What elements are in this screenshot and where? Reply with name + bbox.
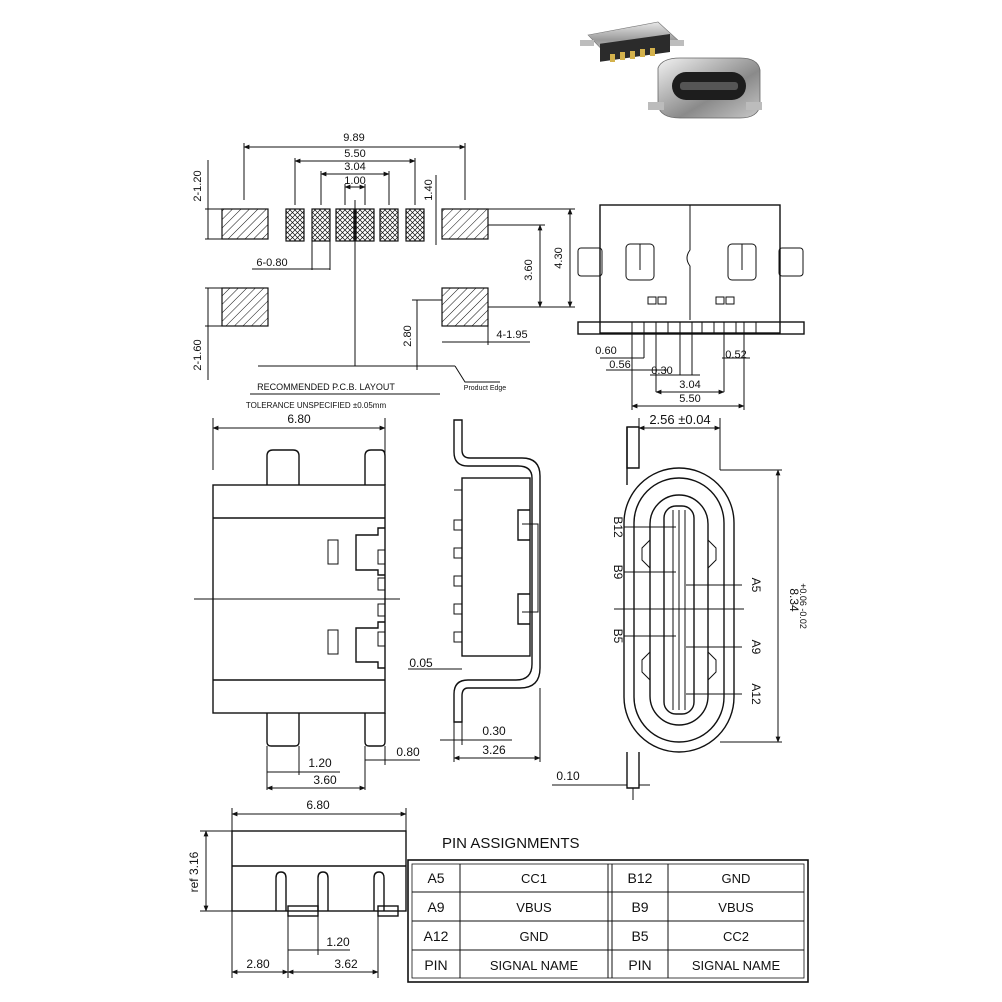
signal-header-cell: SIGNAL NAME xyxy=(692,958,781,973)
dim-4-1-95: 4-1.95 xyxy=(496,329,527,341)
bottom-dim-1-20: 1.20 xyxy=(326,935,350,949)
bottom-dim-3-62: 3.62 xyxy=(334,957,358,971)
end-dim-tolerance: +0.06 -0.02 xyxy=(798,583,808,629)
front-dim-5-50: 5.50 xyxy=(679,393,700,405)
dim-4-30: 4.30 xyxy=(553,247,565,268)
pin-cell: A9 xyxy=(427,899,444,915)
signal-cell: VBUS xyxy=(516,900,552,915)
pcb-pad-signal xyxy=(405,208,425,242)
signal-cell: CC2 xyxy=(723,929,749,944)
pcb-pad-shell-top-right xyxy=(441,208,489,240)
signal-cell: GND xyxy=(520,929,549,944)
front-dim-0-56: 0.56 xyxy=(609,359,630,371)
pin-assignments-table: PIN ASSIGNMENTS A5 CC1 B12 GND A9 VBUS B… xyxy=(407,835,809,983)
tolerance-note: TOLERANCE UNSPECIFIED ±0.05mm xyxy=(246,401,387,410)
pin-header-cell: PIN xyxy=(424,957,447,973)
product-photo xyxy=(570,10,770,125)
pcb-pad-signal xyxy=(355,208,375,242)
top-dim-1-20: 1.20 xyxy=(308,756,332,770)
signal-header-cell: SIGNAL NAME xyxy=(490,958,579,973)
pcb-pad-signal xyxy=(335,208,355,242)
signal-cell: VBUS xyxy=(718,900,754,915)
pcb-pad-shell-bottom-right xyxy=(441,287,489,327)
pcb-pad-shell-top-left xyxy=(221,208,269,240)
pin-cell: A12 xyxy=(424,928,449,944)
pin-cell: A5 xyxy=(427,870,444,886)
bottom-dim-2-80: 2.80 xyxy=(246,957,270,971)
pcb-layout-title: RECOMMENDED P.C.B. LAYOUT xyxy=(257,382,395,392)
product-edge-label: Product Edge xyxy=(464,385,507,392)
dim-1-40: 1.40 xyxy=(423,179,435,200)
dim-2-1-20: 2-1.20 xyxy=(192,170,204,201)
front-view: 0.60 0.52 0.56 0.30 3.04 5.50 xyxy=(577,204,805,410)
bottom-dim-ref-3-16: ref 3.16 xyxy=(187,851,201,892)
side-dim-3-26: 3.26 xyxy=(482,743,506,757)
dim-1-00: 1.00 xyxy=(344,175,365,187)
pin-cell: B5 xyxy=(631,928,648,944)
end-dim-0-10: 0.10 xyxy=(556,769,580,783)
side-dim-0-05: 0.05 xyxy=(409,656,433,670)
pcb-pad-signal xyxy=(311,208,331,242)
pcb-layout: 9.89 5.50 3.04 1.00 1.40 2-1.20 6-0.80 4… xyxy=(192,132,575,410)
end-dim-width: 2.56 ±0.04 xyxy=(649,412,710,427)
side-dim-0-30: 0.30 xyxy=(482,724,506,738)
front-dim-0-60: 0.60 xyxy=(595,345,616,357)
end-dim-height: 8.34 xyxy=(787,588,801,612)
pcb-pad-signal xyxy=(379,208,399,242)
end-pin-a12: A12 xyxy=(749,683,763,705)
top-dim-6-80: 6.80 xyxy=(287,412,311,426)
front-dim-0-52: 0.52 xyxy=(725,349,746,361)
dim-3-60: 3.60 xyxy=(523,259,535,280)
bottom-dim-6-80: 6.80 xyxy=(306,798,330,812)
pcb-pad-shell-bottom-left xyxy=(221,287,269,327)
end-pin-a9: A9 xyxy=(749,640,763,655)
end-pin-b12: B12 xyxy=(611,516,625,538)
end-pin-a5: A5 xyxy=(749,578,763,593)
pin-cell: B12 xyxy=(628,870,653,886)
signal-cell: GND xyxy=(722,871,751,886)
dim-3-04: 3.04 xyxy=(344,161,365,173)
side-view: 0.05 0.30 3.26 xyxy=(408,419,541,762)
front-dim-3-04: 3.04 xyxy=(679,379,700,391)
pin-cell: B9 xyxy=(631,899,648,915)
connector-photo-front xyxy=(648,57,762,119)
dim-2-1-60: 2-1.60 xyxy=(192,339,204,370)
end-pin-b5: B5 xyxy=(611,629,625,644)
pcb-pad-signal xyxy=(285,208,305,242)
front-pins xyxy=(631,321,757,335)
side-pins xyxy=(453,519,463,643)
dim-9-89: 9.89 xyxy=(343,132,364,144)
pin-header-cell: PIN xyxy=(628,957,651,973)
dim-6-0-80: 6-0.80 xyxy=(256,257,287,269)
dim-5-50: 5.50 xyxy=(344,148,365,160)
front-dim-0-30: 0.30 xyxy=(651,365,672,377)
end-pin-b9: B9 xyxy=(611,565,625,580)
top-view: 6.80 1.20 3.60 0.80 xyxy=(194,412,420,791)
top-dim-3-60: 3.60 xyxy=(313,773,337,787)
top-dim-0-80: 0.80 xyxy=(396,745,420,759)
pin-table-title: PIN ASSIGNMENTS xyxy=(442,835,580,852)
connector-photo-back xyxy=(580,21,684,62)
end-view: 2.56 ±0.04 B12 B9 B5 A5 A9 A12 8.34 +0.0… xyxy=(552,412,808,800)
dim-2-80: 2.80 xyxy=(402,325,414,346)
signal-cell: CC1 xyxy=(521,871,547,886)
bottom-view: 6.80 ref 3.16 1.20 2.80 3.62 xyxy=(187,798,407,978)
